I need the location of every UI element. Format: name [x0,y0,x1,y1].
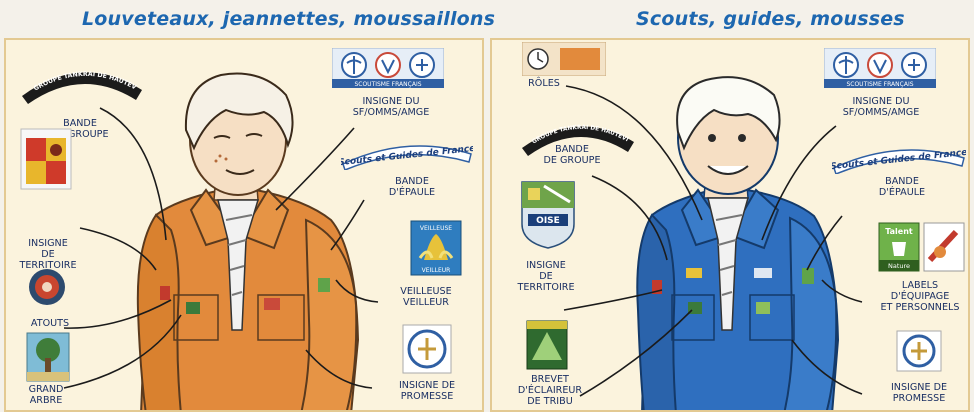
roles-badge [522,42,606,76]
label-right-insigne-territoire: INSIGNE DE TERRITOIRE [517,260,575,293]
veilleur-top-text: VEILLEUSE [420,225,452,232]
territory-badge [20,128,72,190]
oise-text: OISE [536,216,560,226]
label-right-insigne-sf: INSIGNE DU SF/OMMS/AMGE [842,96,920,118]
orange-uniform-figure [136,72,360,410]
left-panel-title: Louveteaux, jeannettes, moussaillons [82,8,496,30]
left-leader-lines [63,107,379,389]
right-uniform-panel: RÔLES GROUPE TANKRAI DE HAUTEVILLE COUTA… [490,38,970,412]
blue-uniform-figure [636,76,840,410]
label-atouts: ATOUTS [30,318,70,329]
label-right-insigne-promesse: INSIGNE DE PROMESSE [890,382,948,404]
veilleur-badge: VEILLEUSE VEILLEUR [410,220,462,276]
label-insigne-promesse: INSIGNE DE PROMESSE [398,380,456,402]
labels-equipage-badges: Talent Nature [878,222,965,272]
label-insigne-territoire: INSIGNE DE TERRITOIRE [19,238,77,271]
sf-omms-banner-text: SCOUTISME FRANÇAIS [354,81,421,88]
grand-arbre-badge [26,332,70,382]
nature-text: Nature [888,262,910,270]
left-uniform-panel: GROUPE TANKRAI DE HAUTEVILLE COUTANCES B… [4,38,484,412]
right-promesse-badge [896,330,942,372]
shoulder-band-badge: Scouts et Guides de France [341,144,473,170]
oise-badge: OISE [521,181,575,249]
label-right-bande-epaule: BANDE D'ÉPAULE [878,176,926,198]
talent-text: Talent [885,227,913,236]
label-bande-epaule: BANDE D'ÉPAULE [388,176,436,198]
brevet-badge [526,320,568,370]
right-sf-omms-badge: SCOUTISME FRANÇAIS [824,48,936,88]
right-shoulder-band-badge: Scouts et Guides de France [832,148,966,174]
right-group-band-badge: GROUPE TANKRAI DE HAUTEVILLE COUTANCES [518,114,634,156]
label-insigne-sf: INSIGNE DU SF/OMMS/AMGE [352,96,430,118]
veilleur-bottom-text: VEILLEUR [422,267,451,274]
label-roles: RÔLES [528,78,560,89]
label-labels-equipage: LABELS D'ÉQUIPAGE ET PERSONNELS [880,280,960,313]
atouts-badge [29,269,65,305]
right-panel-title: Scouts, guides, mousses [636,8,905,30]
label-brevet: BREVET D'ÉCLAIREUR DE TRIBU [517,374,583,407]
label-grand-arbre: GRAND ARBRE [28,384,64,406]
right-sf-omms-banner-text: SCOUTISME FRANÇAIS [846,81,913,88]
sf-omms-badge: SCOUTISME FRANÇAIS [332,48,444,88]
label-right-bande-groupe: BANDE DE GROUPE [543,144,601,166]
right-leader-lines [563,85,863,397]
label-veilleuse-veilleur: VEILLEUSE VEILLEUR [400,286,452,308]
promesse-badge [402,324,452,374]
group-band-badge: GROUPE TANKRAI DE HAUTEVILLE COUTANCES [16,60,142,104]
